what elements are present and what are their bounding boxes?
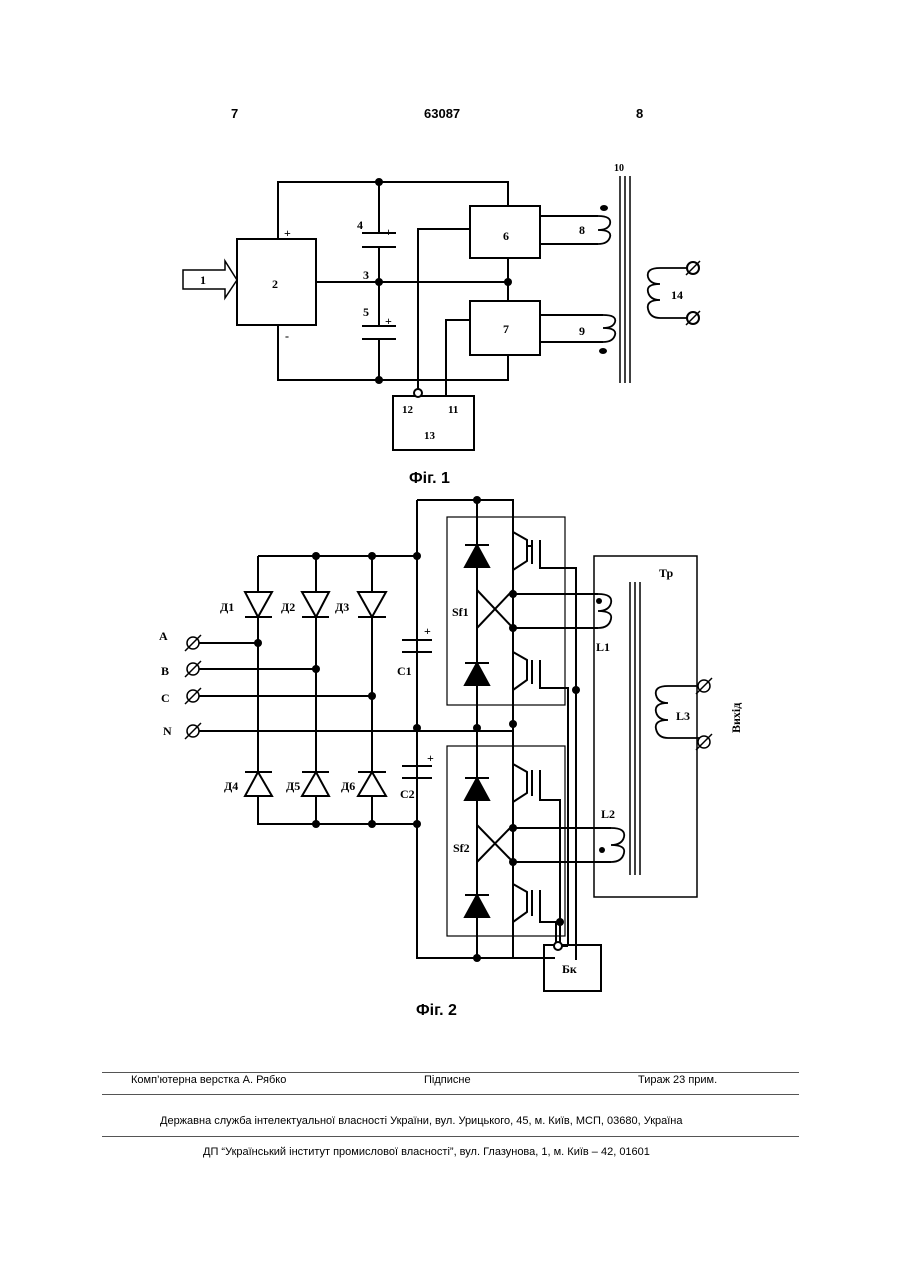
label-c2-plus: + xyxy=(427,751,434,765)
footer-agency: Державна служба інтелектуальної власност… xyxy=(160,1115,683,1127)
label-input: 1 xyxy=(200,273,206,287)
label-cap5: 5 xyxy=(363,305,369,319)
label-c1-plus: + xyxy=(424,624,431,638)
label-minus-2: - xyxy=(285,329,289,343)
coil-l2 xyxy=(611,828,624,862)
diode-bridge-upper xyxy=(245,592,386,617)
footer-signed: Підписне xyxy=(424,1074,471,1086)
figure-1-diagram: 1 2 + - 3 4 + 5 + 6 7 8 9 10 14 12 11 13 xyxy=(183,163,700,450)
label-d1: Д1 xyxy=(220,600,234,614)
figure-2-caption: Фіг. 2 xyxy=(416,1002,457,1020)
label-coil9: 9 xyxy=(579,324,585,338)
transformer-core-10 xyxy=(620,176,630,383)
label-l2: L2 xyxy=(601,807,615,821)
label-node3: 3 xyxy=(363,268,369,282)
coil-8 xyxy=(598,216,610,244)
label-plus-2: + xyxy=(284,226,291,240)
footer-rule-3 xyxy=(102,1136,799,1137)
label-block2: 2 xyxy=(272,277,278,291)
footer-rule-1 xyxy=(102,1072,799,1073)
label-term12: 12 xyxy=(402,404,414,416)
label-tr: Тр xyxy=(659,566,674,580)
label-sf1: Sf1 xyxy=(452,605,469,619)
label-output: Вихід xyxy=(729,703,743,733)
label-l3: L3 xyxy=(676,709,690,723)
label-d4: Д4 xyxy=(224,779,238,793)
label-d5: Д5 xyxy=(286,779,300,793)
label-sf2: Sf2 xyxy=(453,841,470,855)
label-d3: Д3 xyxy=(335,600,349,614)
diode-bridge-lower xyxy=(245,772,386,796)
label-cap4-plus: + xyxy=(385,225,392,239)
label-d6: Д6 xyxy=(341,779,355,793)
label-bk: Бк xyxy=(562,962,577,976)
label-phase-c: C xyxy=(161,691,170,705)
coil-9 xyxy=(603,315,615,342)
label-block13: 13 xyxy=(424,430,436,442)
label-cap4: 4 xyxy=(357,218,363,232)
footer-print-run: Тираж 23 прим. xyxy=(638,1074,717,1086)
label-core10: 10 xyxy=(614,163,624,174)
label-coil8: 8 xyxy=(579,223,585,237)
label-phase-a: A xyxy=(159,629,168,643)
footer-layout: Комп’ютерна верстка А. Рябко xyxy=(131,1074,286,1086)
label-term11: 11 xyxy=(448,404,458,416)
label-d2: Д2 xyxy=(281,600,295,614)
label-phase-b: B xyxy=(161,664,169,678)
input-arrow xyxy=(183,261,237,298)
label-l1: L1 xyxy=(596,640,610,654)
footer-institute: ДП “Український інститут промислової вла… xyxy=(203,1146,650,1158)
label-block7: 7 xyxy=(503,322,509,336)
footer-rule-2 xyxy=(102,1094,799,1095)
label-neutral: N xyxy=(163,724,172,738)
label-cap5-plus: + xyxy=(385,314,392,328)
label-coil14: 14 xyxy=(671,288,683,302)
label-c2: C2 xyxy=(400,787,415,801)
figure-2-diagram: A B C N Д1 Д2 Д3 Д4 Д5 Д6 C1 + C2 + Sf1 … xyxy=(159,496,743,991)
transformer-core xyxy=(630,582,640,875)
figure-1-caption: Фіг. 1 xyxy=(409,470,450,488)
label-block6: 6 xyxy=(503,229,509,243)
label-c1: C1 xyxy=(397,664,412,678)
